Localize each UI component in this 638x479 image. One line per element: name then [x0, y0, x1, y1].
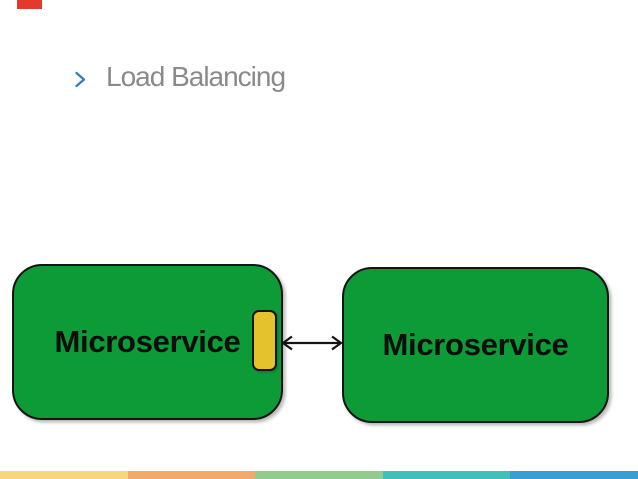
chevron-bullet-icon: [75, 71, 86, 88]
footer-stripe-orange: [127, 471, 256, 479]
title-row: Load Balancing: [74, 61, 286, 92]
port-connector: [252, 310, 277, 371]
footer-stripe-blue: [510, 471, 638, 479]
arrow-head-right: [331, 335, 343, 351]
chevron-stroke: [75, 71, 86, 88]
microservice-box-right: Microservice: [342, 267, 609, 423]
slide-title: Load Balancing: [106, 61, 286, 92]
red-corner-mark: [17, 0, 42, 9]
arrow-head-left: [281, 335, 293, 351]
microservice-label-right: Microservice: [382, 327, 569, 362]
footer-stripe-gold: [0, 471, 128, 479]
double-arrow-icon: [281, 335, 343, 351]
footer-stripe: [0, 471, 638, 479]
footer-stripe-teal: [382, 471, 511, 479]
microservice-label-left: Microservice: [54, 324, 241, 359]
footer-stripe-green: [255, 471, 383, 479]
microservice-box-left: Microservice: [12, 264, 283, 420]
